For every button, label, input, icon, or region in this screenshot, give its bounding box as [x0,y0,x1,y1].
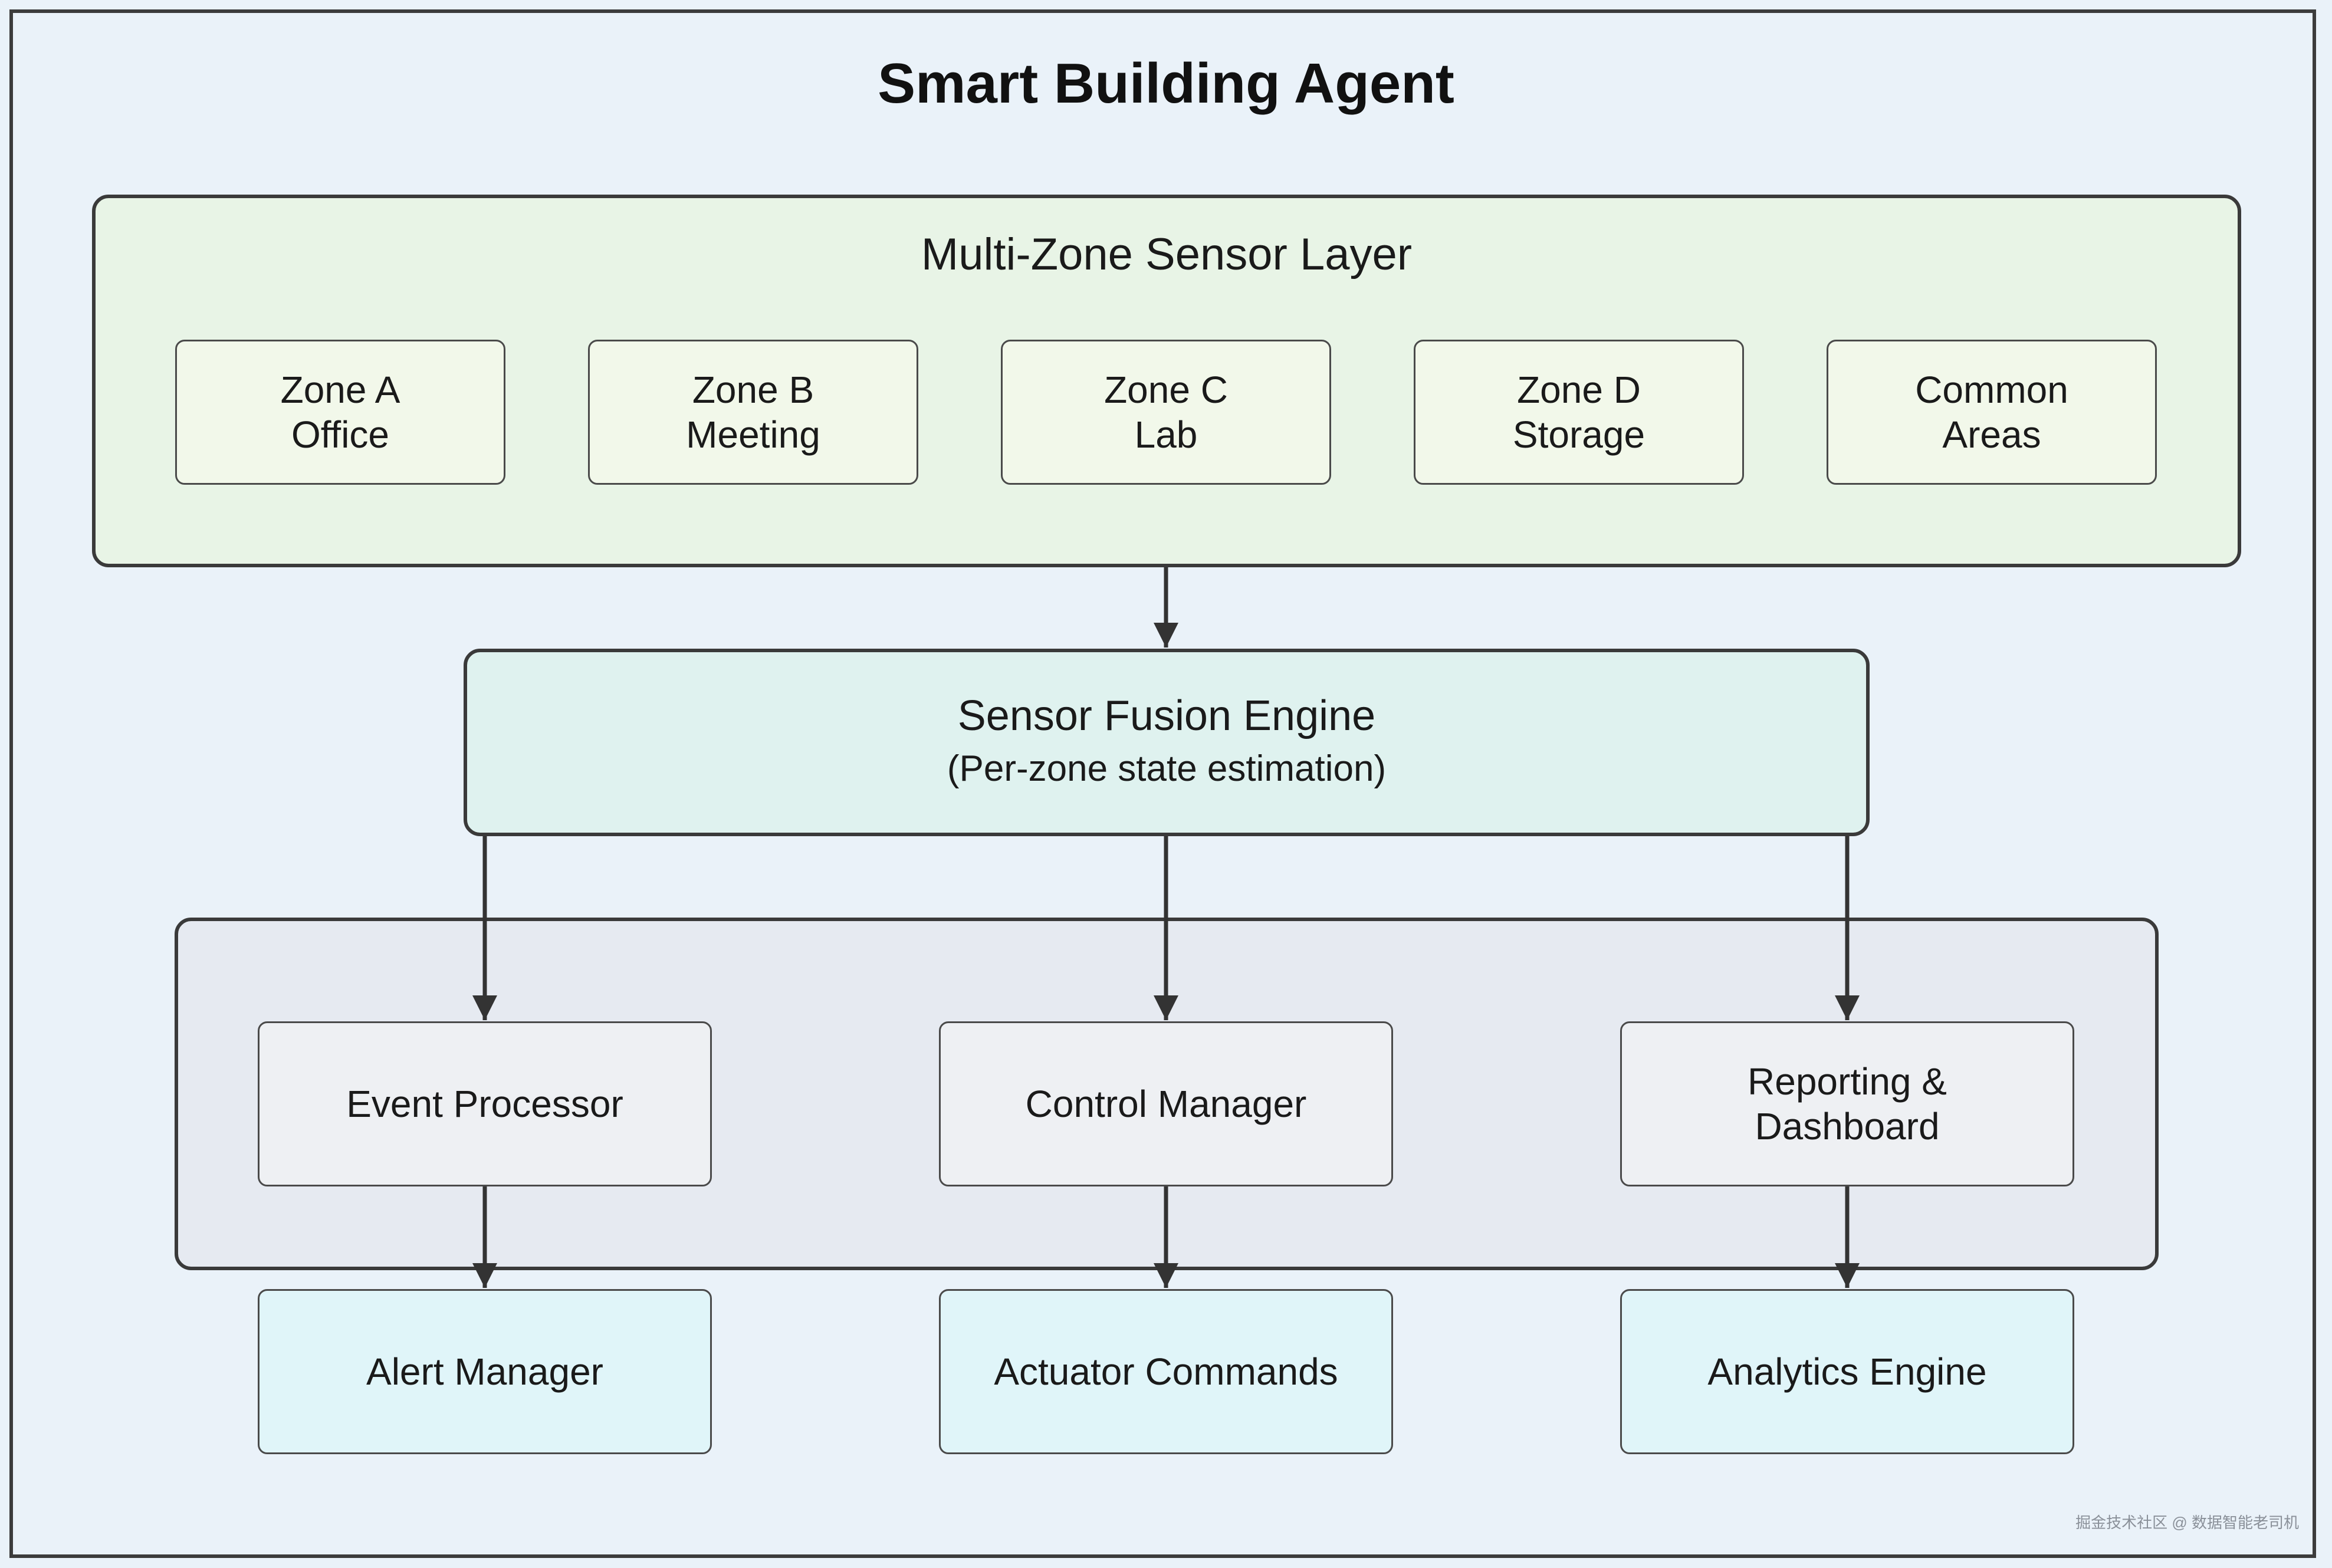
alert-manager-label: Alert Manager [366,1350,603,1393]
zone-b-name: Zone B [692,369,814,411]
zone-d-name: Zone D [1517,369,1641,411]
control-manager: Control Manager [939,1021,1393,1186]
zone-a-node: Zone A Office [175,340,505,485]
analytics-engine: Analytics Engine [1620,1289,2074,1454]
fusion-title: Sensor Fusion Engine [957,692,1376,739]
common-areas-node: Common Areas [1827,340,2157,485]
analytics-engine-label: Analytics Engine [1707,1350,1987,1393]
zone-b-type: Meeting [686,413,820,456]
reporting-dashboard-line2: Dashboard [1755,1105,1940,1148]
event-processor-label: Event Processor [346,1083,623,1125]
actuator-commands: Actuator Commands [939,1289,1393,1454]
zone-d-type: Storage [1512,413,1645,456]
event-processor: Event Processor [258,1021,712,1186]
reporting-dashboard-line1: Reporting & [1748,1060,1947,1103]
zone-a-name: Zone A [280,369,400,411]
watermark: 掘金技术社区 @ 数据智能老司机 [2075,1514,2299,1531]
alert-manager: Alert Manager [258,1289,712,1454]
zone-c-type: Lab [1134,413,1198,456]
control-manager-label: Control Manager [1025,1083,1307,1125]
reporting-dashboard: Reporting & Dashboard [1620,1021,2074,1186]
zone-d-node: Zone D Storage [1414,340,1744,485]
zone-b-node: Zone B Meeting [588,340,918,485]
common-areas-name: Common [1915,369,2068,411]
common-areas-type: Areas [1942,413,2041,456]
zone-a-type: Office [291,413,389,456]
sensor-fusion-engine: Sensor Fusion Engine (Per-zone state est… [464,649,1870,836]
zone-c-name: Zone C [1104,369,1228,411]
diagram-title: Smart Building Agent [878,52,1454,115]
fusion-subtitle: (Per-zone state estimation) [947,748,1387,789]
actuator-commands-label: Actuator Commands [994,1350,1338,1393]
zone-c-node: Zone C Lab [1001,340,1331,485]
sensor-layer-label: Multi-Zone Sensor Layer [921,229,1413,280]
